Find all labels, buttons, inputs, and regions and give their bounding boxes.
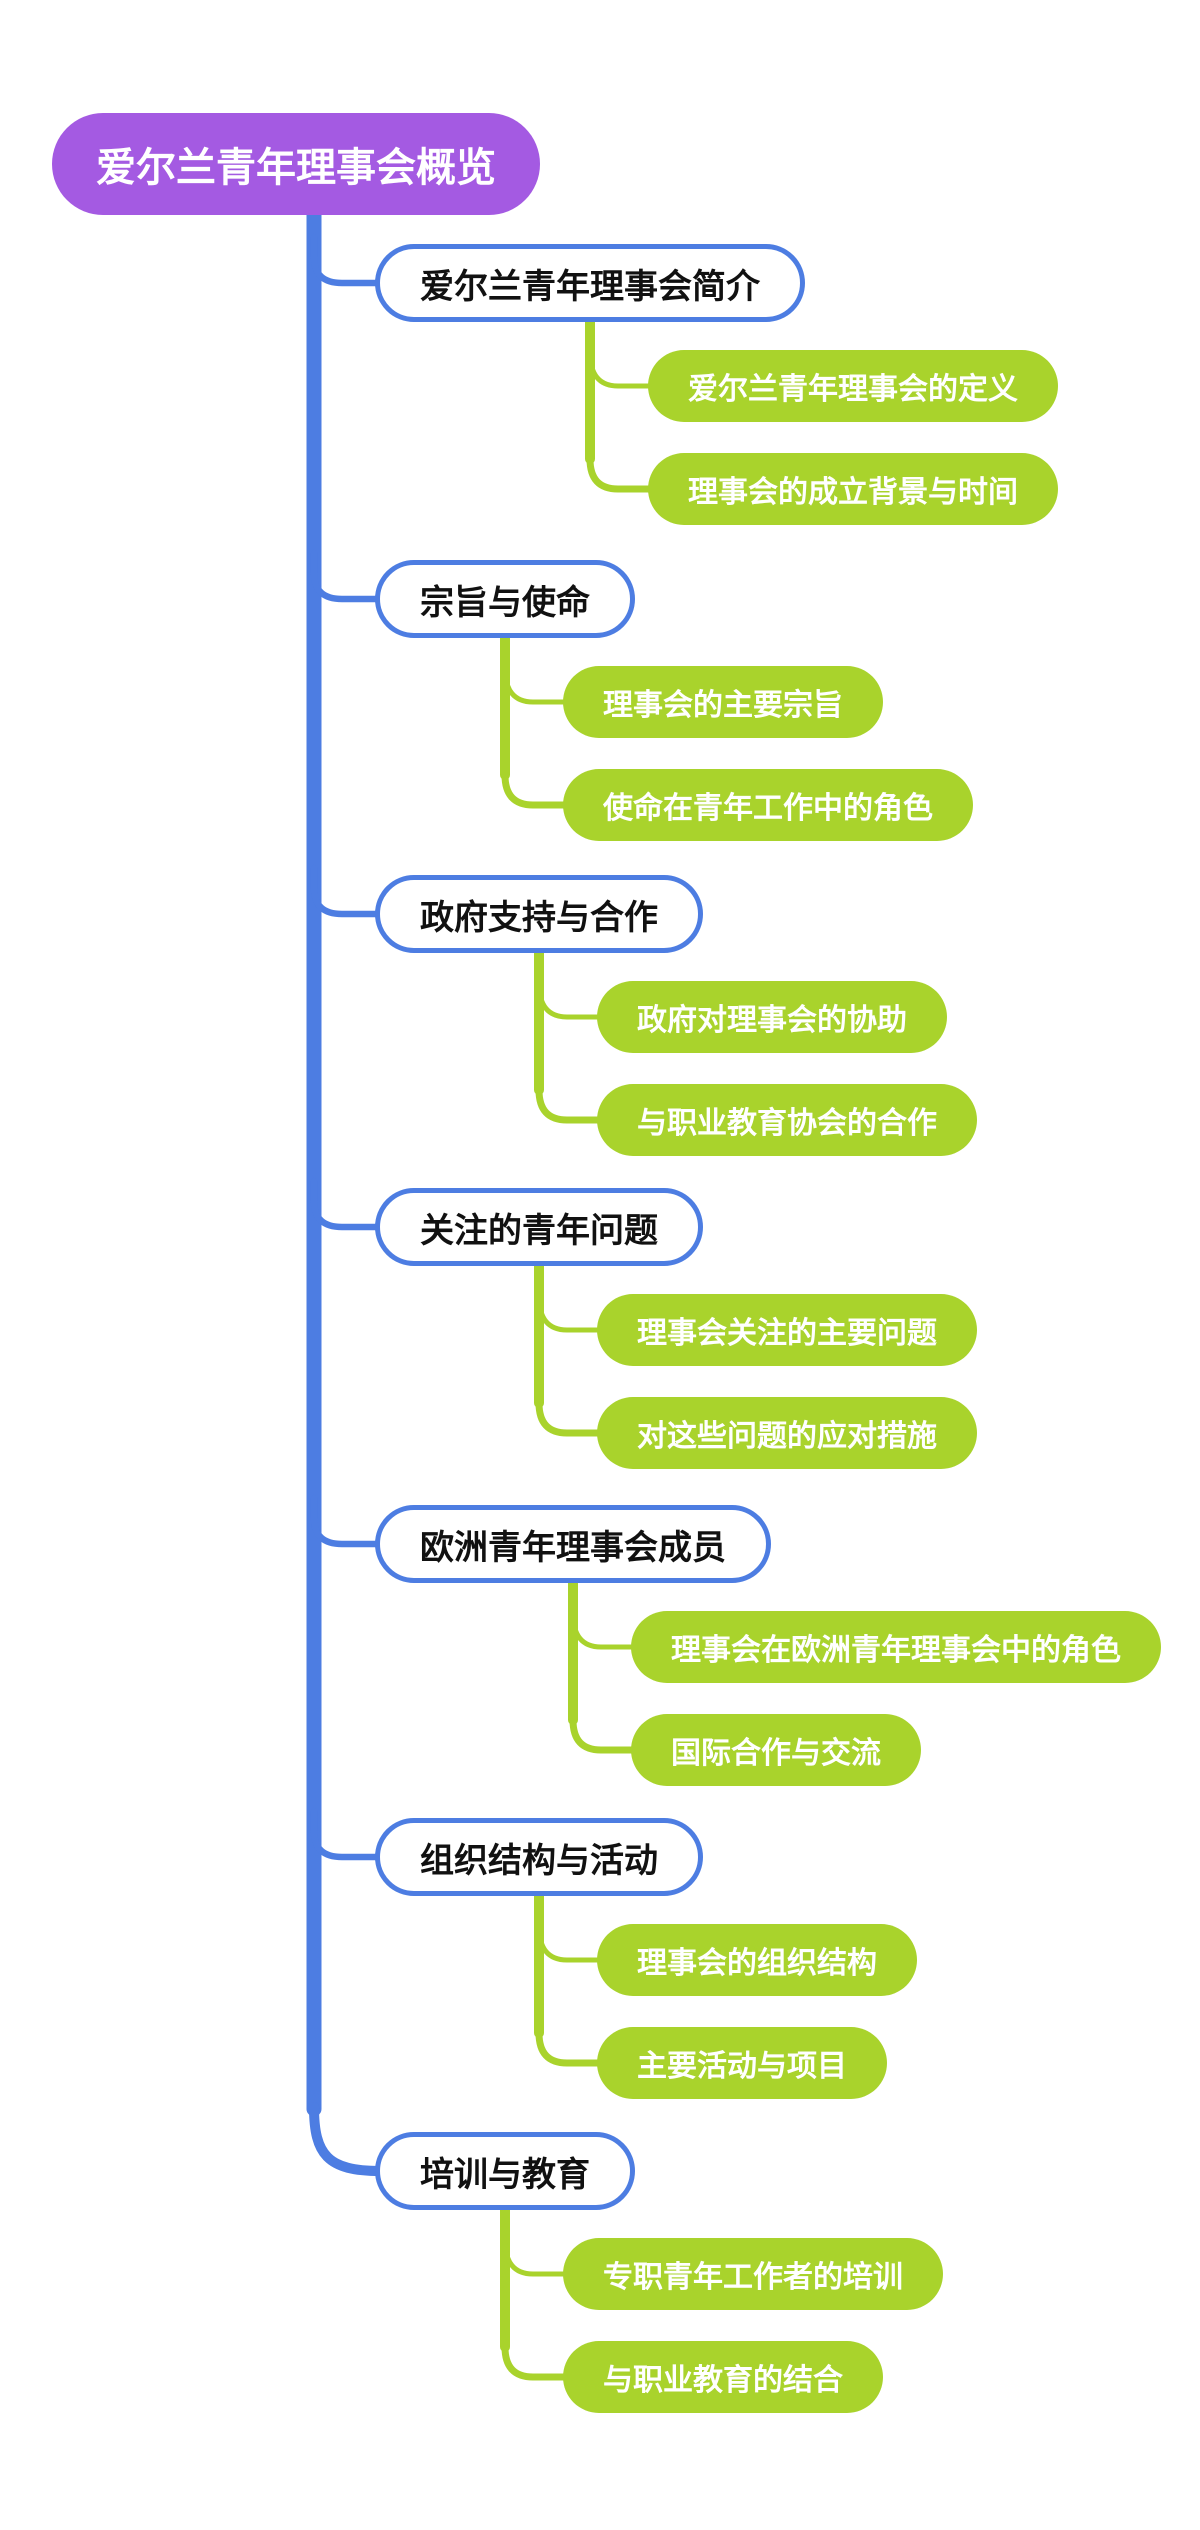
subtopic-node-6-1[interactable]: 理事会的组织结构 xyxy=(597,1924,917,1996)
subtopic-node-5-2[interactable]: 国际合作与交流 xyxy=(631,1714,921,1786)
subtopic-node-3-2[interactable]: 与职业教育协会的合作 xyxy=(597,1084,977,1156)
subtopic-node-7-1[interactable]: 专职青年工作者的培训 xyxy=(563,2238,943,2310)
branch-node-7[interactable]: 培训与教育 xyxy=(375,2132,635,2210)
subtopic-node-1-1[interactable]: 爱尔兰青年理事会的定义 xyxy=(648,350,1058,422)
subtopic-node-1-2[interactable]: 理事会的成立背景与时间 xyxy=(648,453,1058,525)
subtopic-node-2-2[interactable]: 使命在青年工作中的角色 xyxy=(563,769,973,841)
branch-node-5[interactable]: 欧洲青年理事会成员 xyxy=(375,1505,771,1583)
branch-node-6[interactable]: 组织结构与活动 xyxy=(375,1818,703,1896)
branch-node-4[interactable]: 关注的青年问题 xyxy=(375,1188,703,1266)
branch-node-3[interactable]: 政府支持与合作 xyxy=(375,875,703,953)
subtopic-node-7-2[interactable]: 与职业教育的结合 xyxy=(563,2341,883,2413)
subtopic-node-4-1[interactable]: 理事会关注的主要问题 xyxy=(597,1294,977,1366)
root-topic-node[interactable]: 爱尔兰青年理事会概览 xyxy=(52,113,540,215)
subtopic-node-4-2[interactable]: 对这些问题的应对措施 xyxy=(597,1397,977,1469)
subtopic-node-6-2[interactable]: 主要活动与项目 xyxy=(597,2027,887,2099)
branch-node-1[interactable]: 爱尔兰青年理事会简介 xyxy=(375,244,805,322)
subtopic-node-2-1[interactable]: 理事会的主要宗旨 xyxy=(563,666,883,738)
branch-node-2[interactable]: 宗旨与使命 xyxy=(375,560,635,638)
subtopic-node-5-1[interactable]: 理事会在欧洲青年理事会中的角色 xyxy=(631,1611,1161,1683)
subtopic-node-3-1[interactable]: 政府对理事会的协助 xyxy=(597,981,947,1053)
